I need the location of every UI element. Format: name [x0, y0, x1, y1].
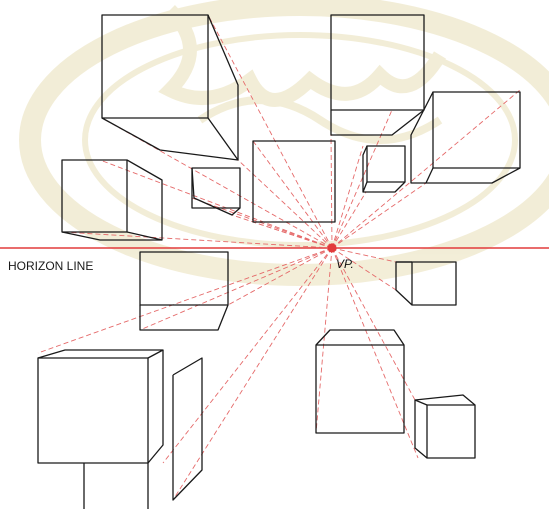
emblem-watermark-icon [19, 0, 549, 286]
box-right [410, 91, 521, 184]
box-lower-right-small [395, 261, 457, 306]
box-small-middle [191, 167, 241, 216]
horizon-line-label: HORIZON LINE [8, 259, 94, 273]
pole-lower-left [83, 463, 149, 509]
box-small-right [362, 145, 406, 193]
box-lower-left [37, 349, 164, 464]
box-left [61, 159, 163, 241]
boxes [37, 14, 521, 509]
box-lower-right-big [315, 329, 405, 434]
vanishing-point-label: VP. [336, 257, 354, 271]
box-center-square [252, 140, 336, 223]
box-upper-left [101, 14, 239, 161]
box-horizon [139, 251, 229, 331]
construction-lines [37, 14, 521, 501]
panel-lower-left [172, 357, 203, 501]
box-lower-right-bottom [414, 394, 476, 459]
vanishing-point-marker [327, 243, 337, 253]
